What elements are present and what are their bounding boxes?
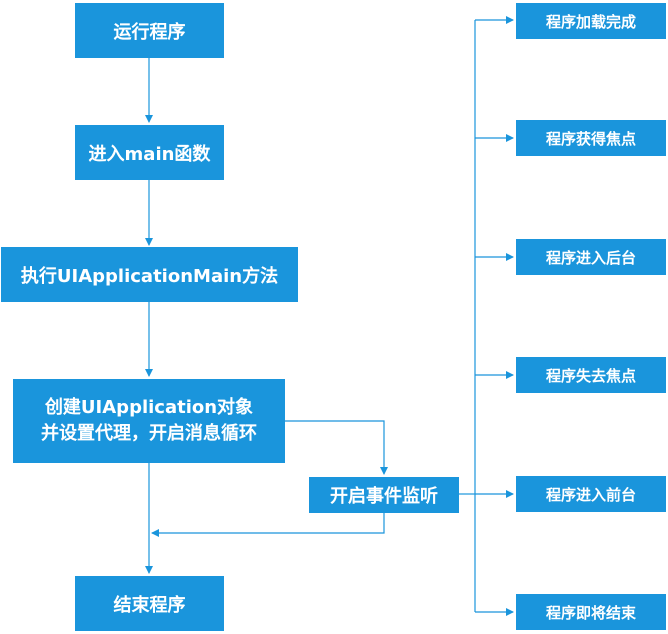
box-event-become-active: 程序获得焦点	[516, 120, 666, 156]
event-label-1: 程序加载完成	[545, 12, 636, 31]
arrow-listen-to-end	[151, 513, 385, 537]
box-event-load-complete: 程序加载完成	[516, 3, 666, 39]
box-create-uiapplication: 创建UIApplication对象 并设置代理，开启消息循环	[13, 379, 285, 463]
box-event-resign-active: 程序失去焦点	[516, 357, 666, 393]
box-event-enter-foreground: 程序进入前台	[516, 476, 666, 512]
box-exec-uiapplicationmain: 执行UIApplicationMain方法	[1, 247, 298, 302]
box-run-program-label: 运行程序	[113, 21, 186, 43]
event-label-5: 程序进入前台	[545, 485, 636, 504]
box-event-enter-background: 程序进入后台	[516, 239, 666, 275]
event-label-3: 程序进入后台	[545, 248, 636, 267]
box-end-program-label: 结束程序	[113, 594, 186, 616]
event-label-6: 程序即将结束	[545, 603, 636, 622]
box-event-will-terminate: 程序即将结束	[516, 594, 666, 630]
event-label-2: 程序获得焦点	[545, 129, 636, 148]
box-run-program: 运行程序	[75, 3, 224, 58]
arrow-create-to-listen	[285, 420, 388, 475]
box-enter-main-label: 进入main函数	[88, 143, 211, 165]
box-create-uiapplication-line2: 并设置代理，开启消息循环	[41, 423, 257, 444]
box-enter-main: 进入main函数	[75, 125, 224, 180]
event-label-4: 程序失去焦点	[545, 366, 636, 385]
box-exec-uiapplicationmain-label: 执行UIApplicationMain方法	[20, 265, 279, 287]
box-end-program: 结束程序	[75, 576, 224, 631]
box-event-listen: 开启事件监听	[309, 477, 459, 513]
box-create-uiapplication-line1: 创建UIApplication对象	[44, 397, 254, 418]
box-event-listen-label: 开启事件监听	[330, 486, 438, 507]
